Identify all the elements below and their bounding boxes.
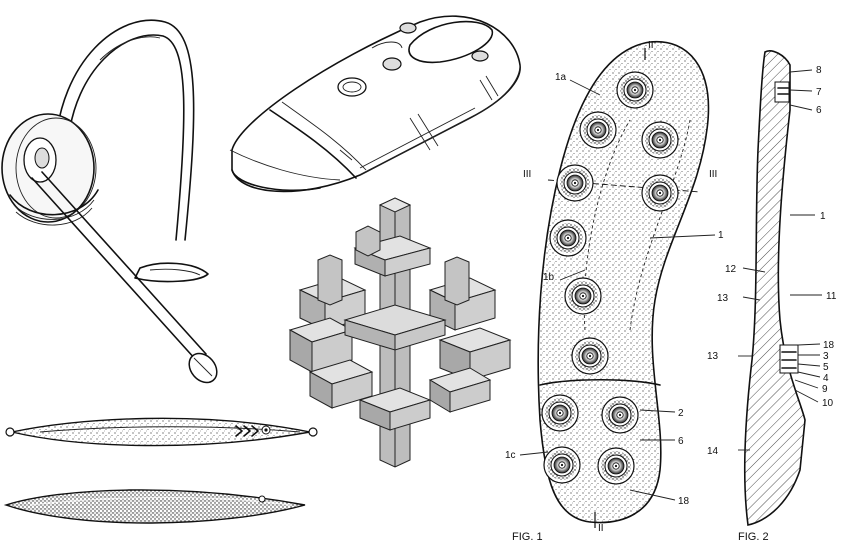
fig1-caption: FIG. 1 [512,531,543,543]
fig2-label-9: 9 [822,384,828,395]
fig1-label-2: 2 [678,408,684,419]
fig2-label-12: 12 [725,264,737,275]
fig2-label-10: 10 [822,398,834,409]
fig2-label-4: 4 [823,373,829,384]
fig1-section-mark-left: III [523,169,531,180]
fig2-sole-cross-section [738,50,822,526]
fig1-label-1: 1 [718,230,724,241]
fig1-section-mark-top: II [648,40,654,51]
fig2-caption: FIG. 2 [738,531,769,543]
fig1-label-1a: 1a [555,72,567,83]
fig2-label-3: 3 [823,351,829,362]
fig1-label-6: 6 [678,436,684,447]
fig1-label-18: 18 [678,496,690,507]
fig1-section-mark-bottom: II [598,523,604,534]
fig2-label-11: 11 [826,291,837,302]
fig2-label-6: 6 [816,105,822,116]
fig2-label-7: 7 [816,87,822,98]
fig2-label-18: 18 [823,340,835,351]
fig1-shoe-sole [519,40,716,528]
fig1-section-mark-right: III [709,169,717,180]
fishing-lure-bottom [3,489,306,524]
fig2-label-8: 8 [816,65,822,76]
fig1-label-1c: 1c [505,450,516,461]
fig1-label-1b: 1b [543,272,555,283]
fig2-label-5: 5 [823,362,829,373]
fig2-label-14: 14 [707,446,719,457]
fishing-lure-top [5,417,318,447]
burr-puzzle-drawing [288,197,512,468]
fig2-label-13-upper: 13 [717,293,729,304]
fig2-label-1: 1 [820,211,826,222]
remote-device-drawing [229,15,521,193]
fig2-label-13-lower: 13 [707,351,719,362]
headset-drawing [1,19,218,384]
